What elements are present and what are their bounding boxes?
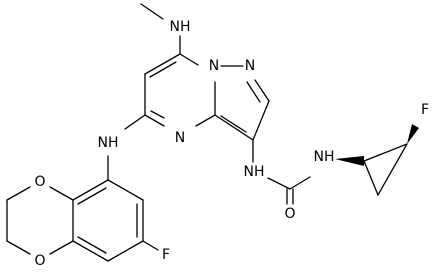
atom-labels: NH N N N NH NH NH O F O O F (34, 19, 429, 269)
atom-label-o-dioxane-top: O (34, 174, 45, 190)
wedge-cp-f (407, 124, 419, 144)
bond-lines (6, 3, 408, 262)
bond-c7-n-bridge (179, 53, 199, 66)
bond-ar-c8a-c8-inner (77, 187, 107, 205)
atom-label-o-dioxane-bottom: O (34, 253, 45, 269)
bond-c6-f (142, 240, 159, 251)
bond-n-pyrazole-c2-inner (246, 81, 261, 103)
atom-label-nh-aryl: NH (98, 135, 119, 151)
atom-label-n-bridge: N (209, 58, 219, 74)
stereo-wedges (335, 124, 419, 166)
bond-o4-c4a (49, 240, 74, 255)
bond-c8a-o1 (49, 186, 74, 201)
atom-label-nh-urea-left: NH (244, 164, 265, 180)
bond-cp-c2-c3 (377, 143, 408, 196)
bond-c-urea-nh (289, 176, 311, 190)
atom-label-nh-methyl: NH (170, 19, 191, 35)
bond-methyl (140, 3, 164, 20)
bond-c7-c6 (144, 53, 181, 75)
atom-label-n-pyrazole: N (245, 58, 255, 74)
bond-o1-ch2 (6, 186, 31, 201)
bond-cp-c1-c2 (363, 143, 408, 162)
bond-ch2-o4 (6, 240, 31, 255)
bond-n-pyrazole-c2 (254, 79, 270, 102)
bond-c7-c6-inner (149, 61, 177, 78)
atom-label-f-aryl: F (162, 247, 170, 263)
bond-c2-c3 (252, 100, 270, 141)
bond-cp-c1-c3 (363, 160, 379, 196)
bond-ar-c8a-c8 (72, 179, 109, 201)
bond-c3-c3a-inner (220, 115, 247, 133)
atom-label-o-carbonyl: O (284, 206, 295, 222)
bond-c5-n4 (144, 114, 165, 127)
bond-c5-nh (124, 114, 146, 130)
bond-ar-c5-c4a-inner (77, 236, 107, 254)
bond-c3-c3a (214, 114, 254, 141)
bond-c5-n4-inner (150, 110, 165, 119)
bond-ar-c6-c5 (107, 240, 144, 262)
bond-ar-c8-c7 (107, 179, 144, 201)
atom-label-f-cyclopropyl: F (421, 102, 429, 118)
bond-ar-c5-c4a (72, 240, 109, 262)
bond-nh-c-urea (267, 177, 291, 190)
atom-label-n-pyrimidine: N (175, 130, 185, 146)
atom-label-nh-urea-right: NH (314, 149, 335, 165)
bond-n4-c3a (195, 114, 216, 127)
wedge-nh-cp (335, 156, 364, 166)
